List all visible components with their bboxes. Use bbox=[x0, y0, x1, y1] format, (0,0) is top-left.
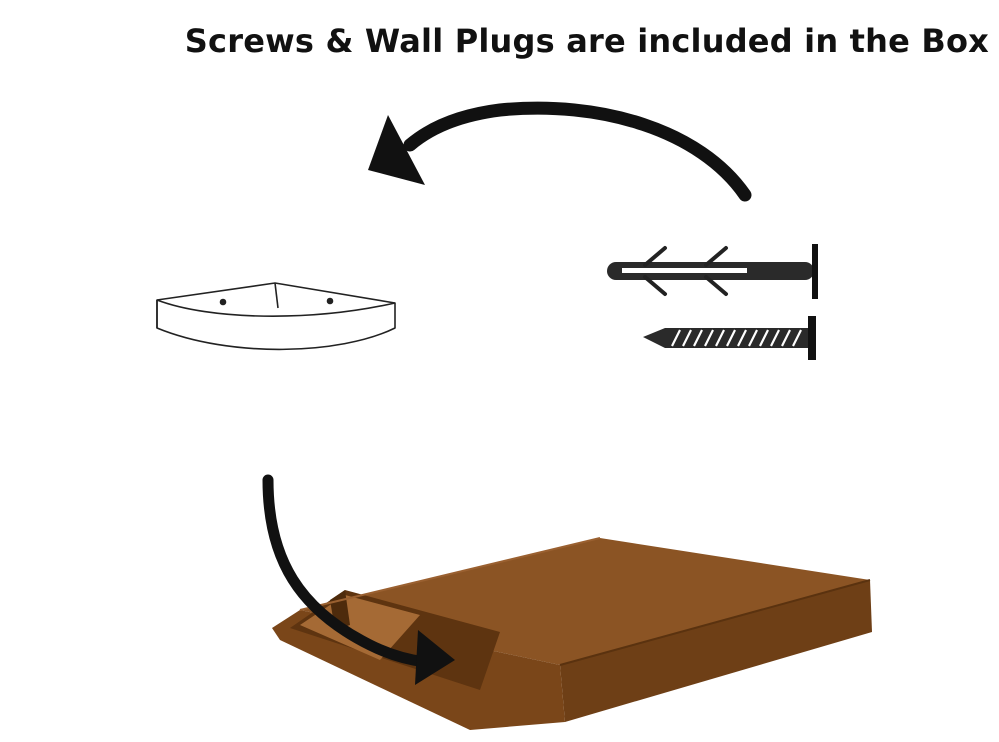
screw-icon bbox=[643, 316, 816, 360]
corner-shelf-icon bbox=[156, 282, 396, 351]
curved-arrow-left-icon bbox=[368, 101, 752, 202]
headline: Screws & Wall Plugs are included in the … bbox=[184, 22, 989, 60]
wall-plug-icon bbox=[607, 244, 818, 299]
curved-arrow-down-icon bbox=[262, 474, 455, 685]
cardboard-box-icon bbox=[272, 537, 872, 730]
